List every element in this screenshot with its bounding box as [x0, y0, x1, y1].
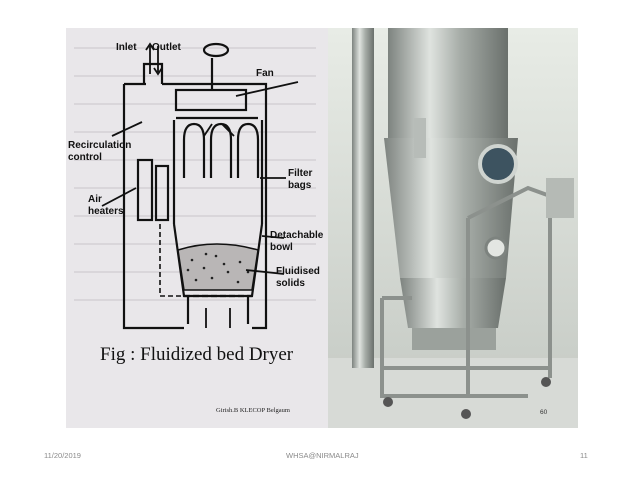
figure-caption: Fig : Fluidized bed Dryer — [100, 344, 293, 366]
dryer-photo-illustration — [328, 28, 578, 428]
air-heaters-label-line2: heaters — [88, 206, 124, 217]
filter-bags-label-line2: bags — [288, 180, 311, 191]
recirculation-label-line1: Recirculation — [68, 140, 131, 151]
image-credit: Girish.B KLECOP Belgaum — [216, 407, 290, 414]
dryer-schematic — [66, 28, 328, 428]
recirculation-label-line2: control — [68, 152, 102, 163]
detachable-bowl-label-line2: bowl — [270, 242, 293, 253]
outlet-label: Outlet — [152, 42, 181, 53]
slide-content: Inlet Outlet Fan Recirculation control A… — [66, 28, 578, 428]
photo-page-number: 60 — [540, 409, 547, 416]
detachable-bowl-label-line1: Detachable — [270, 230, 323, 241]
air-heaters-label-line1: Air — [88, 194, 102, 205]
fluidised-solids-label-line2: solids — [276, 278, 305, 289]
fan-label: Fan — [256, 68, 274, 79]
filter-bags-label-line1: Filter — [288, 168, 312, 179]
dryer-photo: 60 — [328, 28, 578, 428]
inlet-label: Inlet — [116, 42, 137, 53]
footer-date: 11/20/2019 — [44, 451, 81, 460]
fluidised-solids-label-line1: Fluidised — [276, 266, 320, 277]
fluidized-bed-dryer-diagram: Inlet Outlet Fan Recirculation control A… — [66, 28, 328, 428]
footer-page-number: 11 — [580, 451, 588, 460]
footer-author: WHSA@NIRMALRAJ — [286, 451, 359, 460]
